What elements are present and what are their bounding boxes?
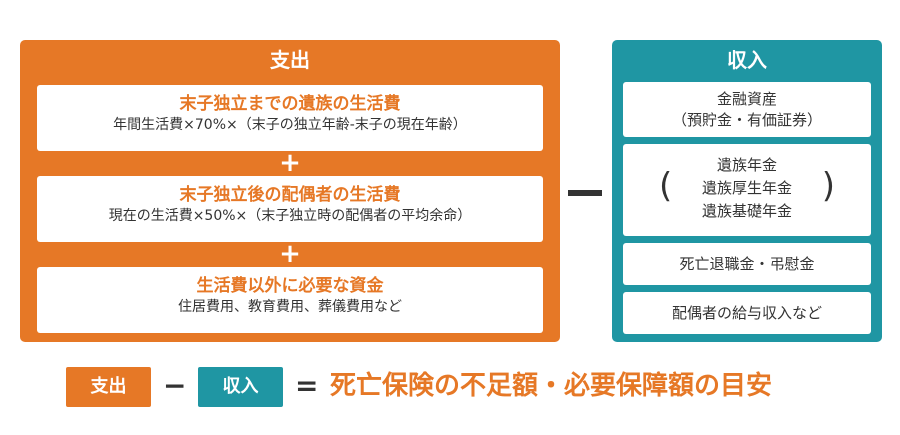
income-title: 収入 bbox=[727, 48, 767, 72]
income-item-label: 死亡退職金・弔慰金 bbox=[679, 255, 815, 273]
expense-item-formula: 現在の生活費×50%×（末子独立時の配偶者の平均余命） bbox=[108, 208, 472, 224]
income-item-label: 遺族年金 bbox=[716, 156, 777, 174]
expense-title: 支出 bbox=[270, 48, 310, 72]
formula-income-tag: 収入 bbox=[198, 367, 283, 407]
plus-sign: + bbox=[279, 148, 301, 178]
income-item-detail: 遺族基礎年金 bbox=[701, 202, 792, 220]
income-item-death-benefit: 死亡退職金・弔慰金 bbox=[623, 243, 871, 285]
formula-equals: = bbox=[295, 369, 319, 402]
income-item-detail: 遺族厚生年金 bbox=[701, 179, 792, 197]
income-item-financial-assets: 金融資産 （預貯金・有価証券） bbox=[623, 82, 871, 137]
minus-sign bbox=[568, 190, 602, 196]
income-item-detail: （預貯金・有価証券） bbox=[671, 111, 822, 129]
income-panel: 収入 金融資産 （預貯金・有価証券） 遺族年金 遺族厚生年金 遺族基礎年金 ( … bbox=[612, 40, 882, 342]
expense-item-formula: 年間生活費×70%×（末子の独立年齢-末子の現在年齢） bbox=[113, 117, 467, 133]
expense-item-heading: 生活費以外に必要な資金 bbox=[196, 276, 384, 296]
close-paren: ) bbox=[821, 166, 835, 206]
expense-item-formula: 住居費用、教育費用、葬儀費用など bbox=[178, 299, 402, 315]
expense-item-other-funds: 生活費以外に必要な資金 住居費用、教育費用、葬儀費用など bbox=[37, 267, 543, 333]
expense-item-heading: 末子独立後の配偶者の生活費 bbox=[179, 185, 401, 205]
plus-sign: + bbox=[279, 239, 301, 269]
income-item-survivor-pension: 遺族年金 遺族厚生年金 遺族基礎年金 ( ) bbox=[623, 144, 871, 236]
formula-result: 死亡保険の不足額・必要保障額の目安 bbox=[330, 371, 773, 401]
income-item-label: 配偶者の給与収入など bbox=[671, 304, 822, 322]
formula-minus: − bbox=[163, 369, 187, 402]
expense-panel: 支出 末子独立までの遺族の生活費 年間生活費×70%×（末子の独立年齢-末子の現… bbox=[20, 40, 560, 342]
formula-expense-tag: 支出 bbox=[66, 367, 151, 407]
expense-item-spouse-living: 末子独立後の配偶者の生活費 現在の生活費×50%×（末子独立時の配偶者の平均余命… bbox=[37, 176, 543, 242]
income-item-spouse-salary: 配偶者の給与収入など bbox=[623, 292, 871, 334]
income-item-label: 金融資産 bbox=[716, 90, 777, 108]
expense-item-living-until-independence: 末子独立までの遺族の生活費 年間生活費×70%×（末子の独立年齢-末子の現在年齢… bbox=[37, 85, 543, 151]
open-paren: ( bbox=[659, 166, 673, 206]
expense-item-heading: 末子独立までの遺族の生活費 bbox=[179, 94, 401, 114]
